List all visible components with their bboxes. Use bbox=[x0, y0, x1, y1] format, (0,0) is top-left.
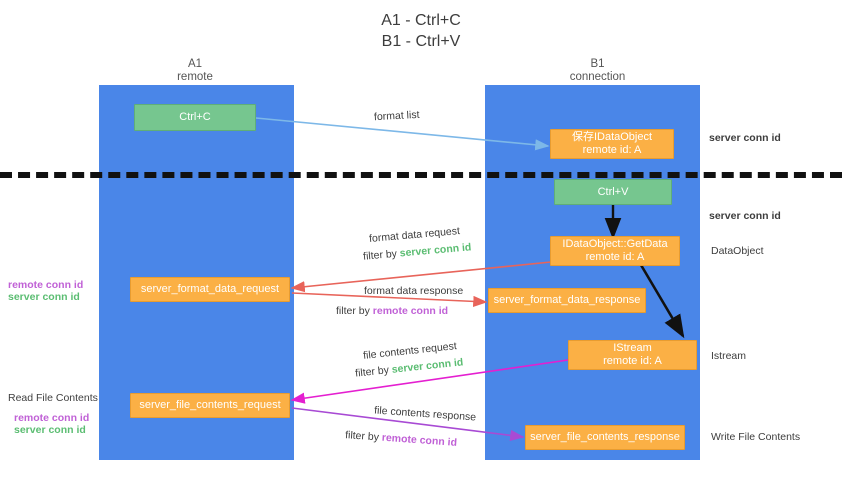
node-istream[interactable]: IStream remote id: A bbox=[568, 340, 697, 370]
node-istream-line1: IStream bbox=[613, 342, 652, 354]
node-ctrl-c[interactable]: Ctrl+C bbox=[134, 104, 256, 131]
edge-label-file-contents-response: file contents response bbox=[373, 404, 477, 424]
node-server-format-data-request[interactable]: server_format_data_request bbox=[130, 277, 290, 302]
server-conn-id-inline-1: server conn id bbox=[399, 241, 472, 260]
side-server-conn-id-1: server conn id bbox=[709, 132, 781, 144]
filter-by-text-2: filter by bbox=[336, 305, 370, 317]
side-remote-conn-id-1: remote conn id bbox=[8, 279, 84, 291]
lane-header-a1: A1 remote bbox=[120, 58, 270, 84]
side-server-conn-id-2: server conn id bbox=[709, 210, 781, 222]
node-getdata-line2: remote id: A bbox=[585, 251, 645, 263]
node-ctrl-v-label: Ctrl+V bbox=[597, 185, 629, 198]
node-server-file-contents-response-label: server_file_contents_response bbox=[530, 431, 680, 443]
edge-filter-format-data-response: filter by remote conn id bbox=[336, 305, 448, 318]
edge-label-format-list: format list bbox=[373, 108, 420, 124]
edge-label-format-data-response: format data response bbox=[364, 285, 464, 297]
lane-b1-sub: connection bbox=[569, 71, 626, 83]
phase-divider bbox=[0, 172, 842, 178]
node-server-format-data-response[interactable]: server_format_data_response bbox=[488, 288, 646, 313]
lane-b1-name: B1 bbox=[590, 58, 605, 70]
node-server-file-contents-request[interactable]: server_file_contents_request bbox=[130, 393, 290, 418]
node-server-format-data-response-label: server_format_data_response bbox=[493, 294, 641, 306]
side-server-conn-id-left-1: server conn id bbox=[8, 291, 80, 303]
side-dataobject: DataObject bbox=[711, 245, 764, 257]
remote-conn-id-inline-1: remote conn id bbox=[372, 305, 449, 317]
node-save-idataobject-line2: remote id: A bbox=[582, 144, 642, 156]
node-idataobject-getdata-text: IDataObject::GetData remote id: A bbox=[562, 238, 667, 264]
side-read-file-contents: Read File Contents bbox=[8, 392, 98, 404]
node-istream-line2: remote id: A bbox=[603, 355, 662, 367]
server-conn-id-inline-2: server conn id bbox=[391, 356, 464, 376]
edge-filter-file-contents-response: filter by remote conn id bbox=[345, 429, 458, 450]
node-istream-text: IStream remote id: A bbox=[603, 342, 662, 368]
lane-a1-sub: remote bbox=[177, 71, 213, 83]
side-server-conn-id-left-2: server conn id bbox=[14, 424, 86, 436]
node-getdata-line1: IDataObject::GetData bbox=[562, 238, 668, 250]
side-write-file-contents: Write File Contents bbox=[711, 431, 801, 443]
lane-a1-name: A1 bbox=[187, 58, 203, 70]
node-server-format-data-request-label: server_format_data_request bbox=[140, 283, 280, 295]
side-remote-conn-id-2: remote conn id bbox=[14, 412, 90, 424]
node-server-file-contents-request-label: server_file_contents_request bbox=[139, 399, 281, 411]
filter-by-text-3: filter by bbox=[354, 364, 390, 380]
node-save-idataobject-line1: 保存IDataObject bbox=[571, 131, 653, 143]
lane-header-b1: B1 connection bbox=[520, 58, 675, 84]
node-ctrl-v[interactable]: Ctrl+V bbox=[554, 179, 672, 205]
node-save-idataobject[interactable]: 保存IDataObject remote id: A bbox=[550, 129, 674, 159]
remote-conn-id-inline-2: remote conn id bbox=[381, 431, 458, 449]
filter-by-text-1: filter by bbox=[362, 247, 398, 263]
node-idataobject-getdata[interactable]: IDataObject::GetData remote id: A bbox=[550, 236, 680, 266]
node-server-file-contents-response[interactable]: server_file_contents_response bbox=[525, 425, 685, 450]
node-save-idataobject-text: 保存IDataObject remote id: A bbox=[572, 131, 652, 157]
side-istream: Istream bbox=[711, 350, 747, 362]
page-title: A1 - Ctrl+C B1 - Ctrl+V bbox=[321, 10, 521, 52]
title-line-2: B1 - Ctrl+V bbox=[381, 33, 461, 50]
filter-by-text-4: filter by bbox=[344, 429, 380, 444]
node-ctrl-c-label: Ctrl+C bbox=[179, 111, 211, 123]
title-line-1: A1 - Ctrl+C bbox=[381, 12, 461, 29]
